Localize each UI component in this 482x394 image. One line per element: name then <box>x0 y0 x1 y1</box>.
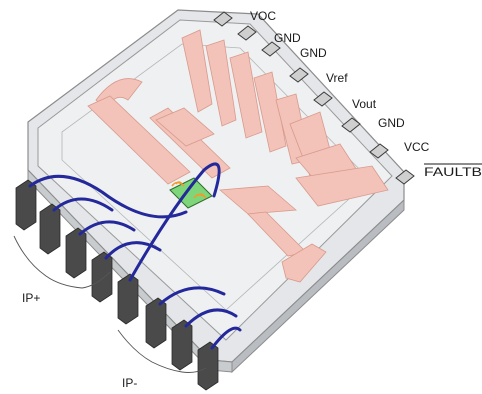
pin-label-gnd-3: GND <box>378 116 405 130</box>
signal-leads <box>213 11 415 185</box>
ip-plus-label: IP+ <box>22 291 40 305</box>
hall-element-icon <box>171 181 207 199</box>
lead-frame <box>87 29 389 283</box>
pin-label-vcc: VCC <box>404 140 430 154</box>
pin-label-faultb: FAULTB <box>424 165 482 179</box>
pin-label-voc: VOC <box>250 9 276 23</box>
bond-wires <box>28 162 242 350</box>
pin-label-vref: Vref <box>326 71 348 85</box>
group-labels: IP+ IP- <box>22 291 137 390</box>
ip-minus-bracket <box>117 329 207 373</box>
pin-label-vout: Vout <box>352 97 377 111</box>
pin-label-gnd-1: GND <box>274 31 301 45</box>
ip-minus-label: IP- <box>122 376 137 390</box>
pin-labels: VOC GND GND Vref Vout GND VCC FAULTB <box>250 9 482 179</box>
current-leads <box>15 179 219 391</box>
ip-brackets <box>13 235 207 373</box>
ip-plus-bracket <box>13 235 111 289</box>
pin-label-gnd-2: GND <box>300 46 327 60</box>
